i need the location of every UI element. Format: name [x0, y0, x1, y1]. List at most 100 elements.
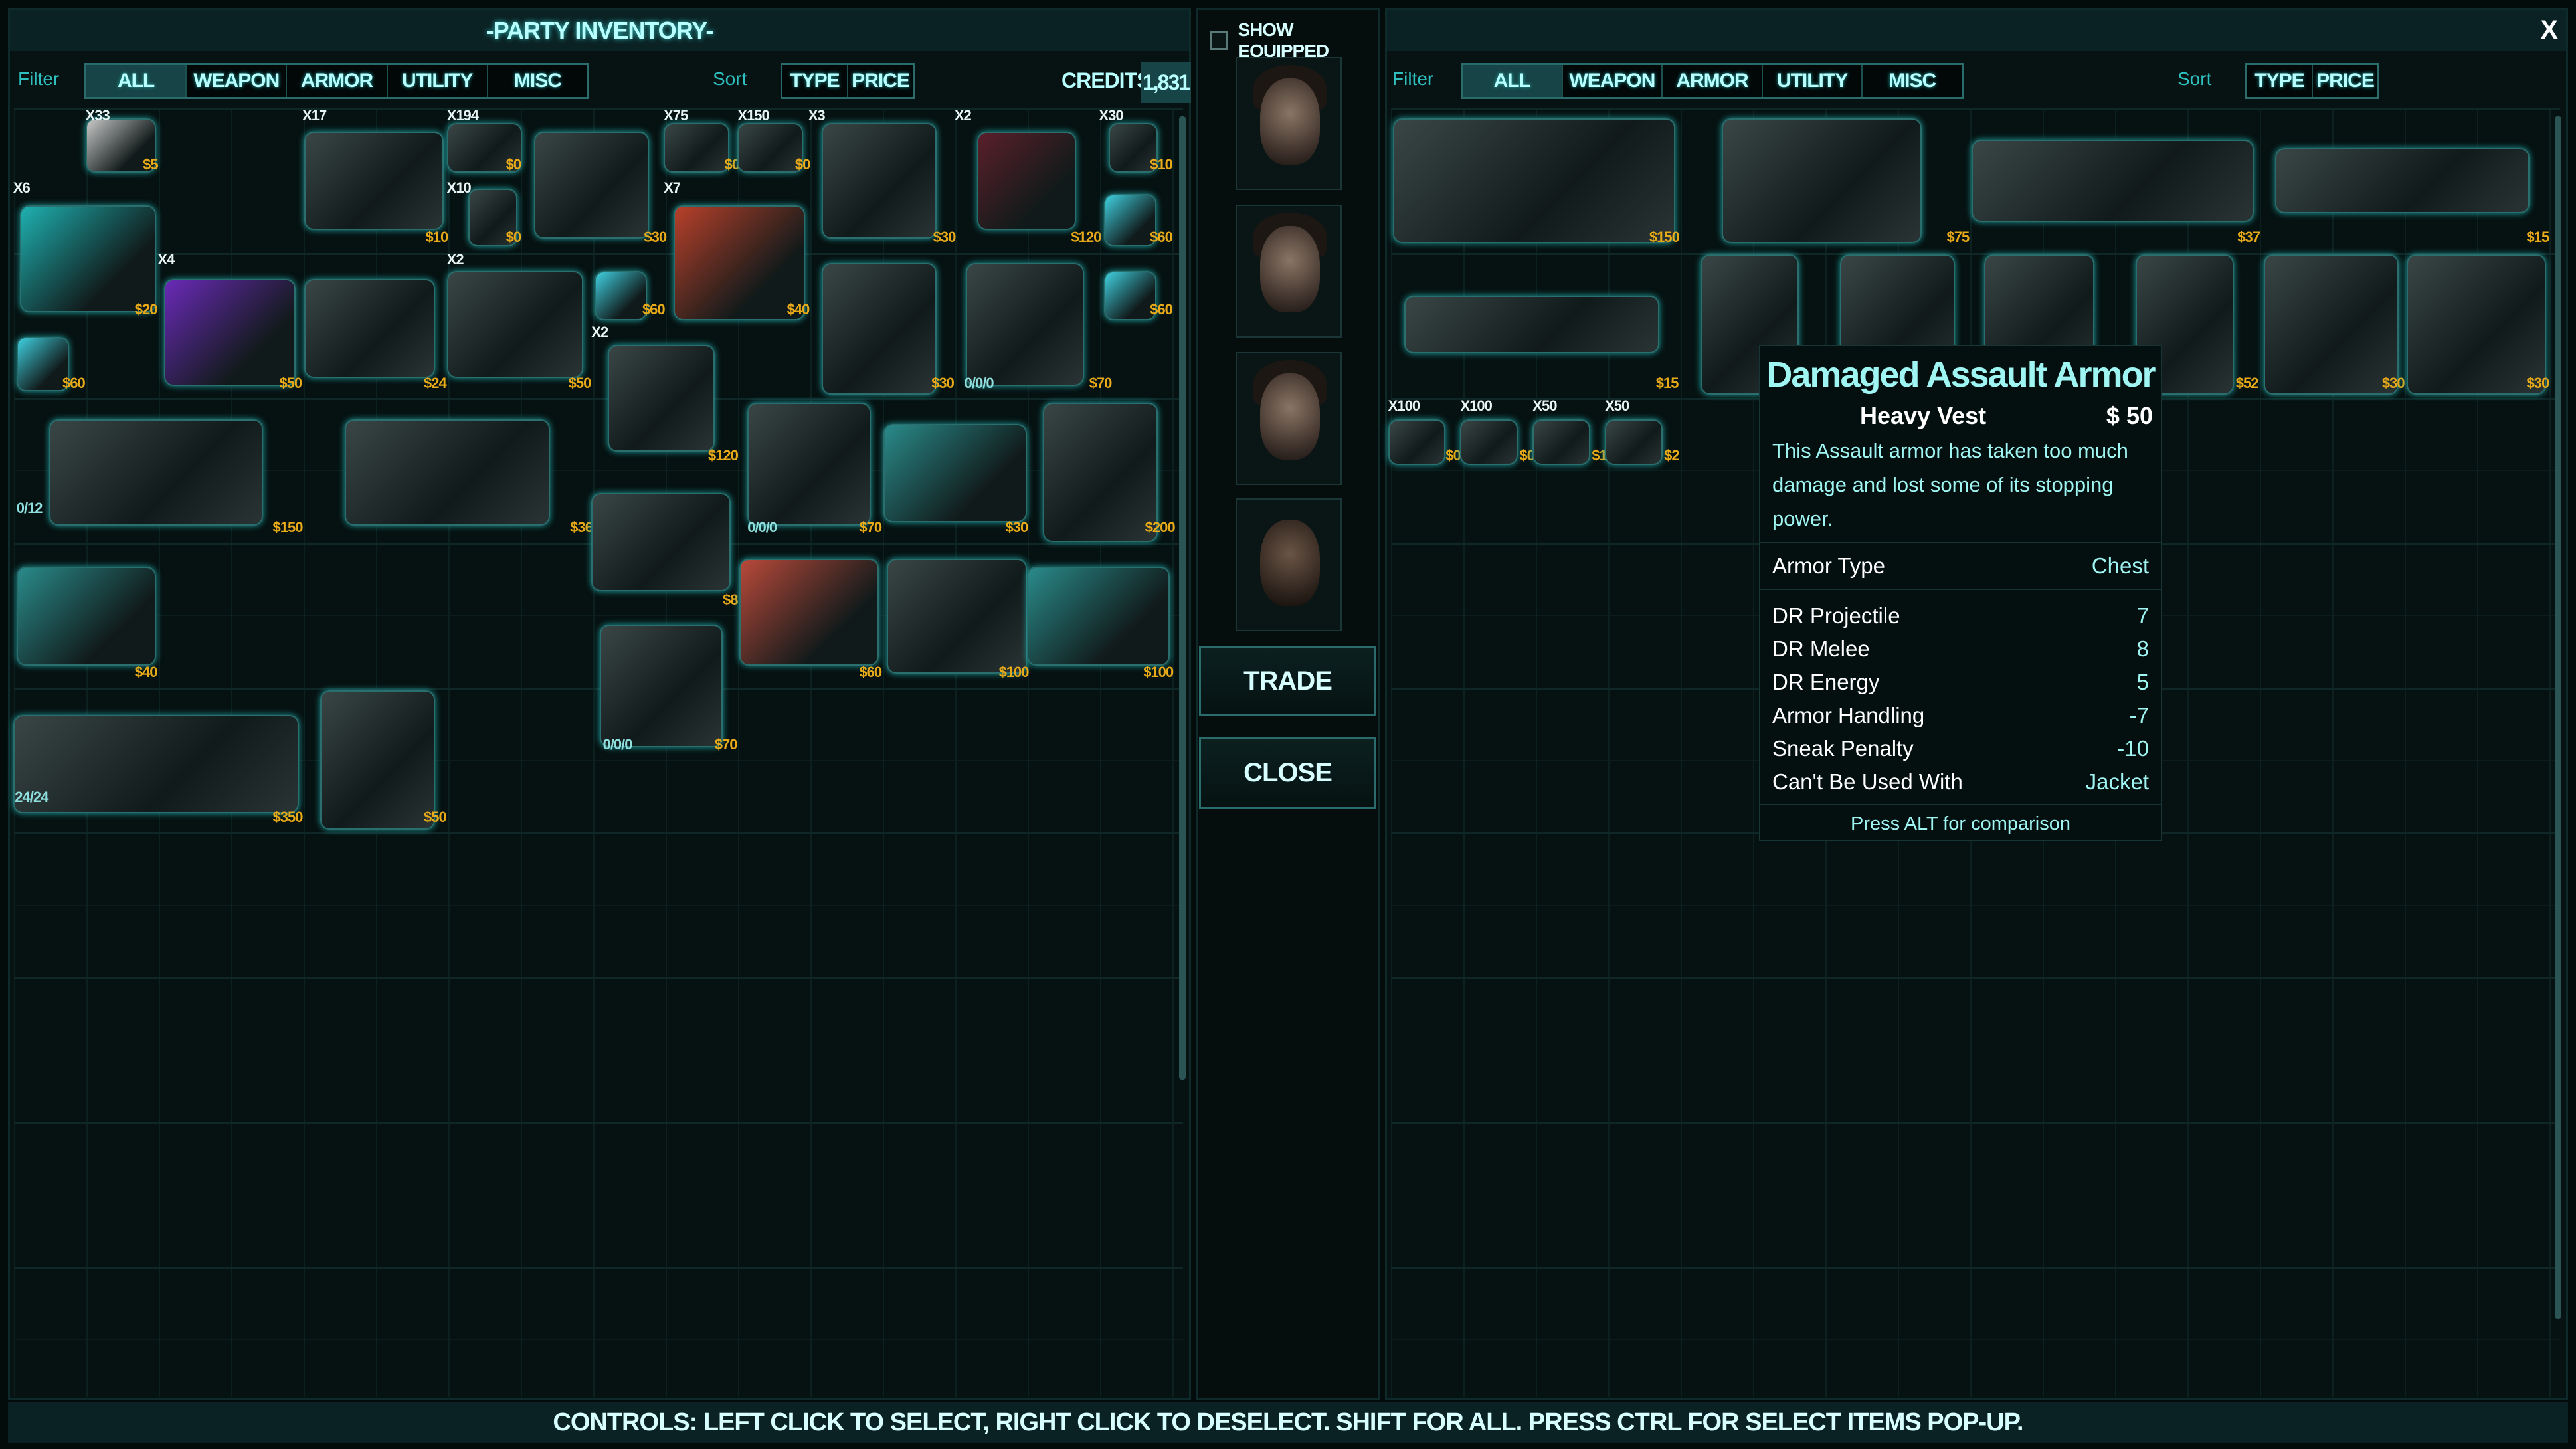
stat-label: DR Melee [1772, 636, 1870, 661]
item-price: $100 [998, 664, 1030, 681]
tooltip-description: This Assault armor has taken too much da… [1760, 430, 2161, 543]
filter-tabs: ALL WEAPON ARMOR UTILITY MISC [84, 63, 589, 99]
harness-icon[interactable] [1043, 402, 1158, 543]
syringe-purple-icon[interactable] [164, 279, 296, 387]
medkit-icon[interactable] [85, 118, 156, 173]
item-price: $2 [1664, 446, 1680, 464]
trade-button[interactable]: TRADE [1199, 646, 1376, 716]
chip-icon[interactable] [1103, 271, 1156, 321]
face [1260, 520, 1320, 606]
show-equipped-checkbox[interactable] [1210, 31, 1229, 50]
item-price: $50 [279, 374, 302, 391]
filter-tab-all[interactable]: ALL [86, 65, 187, 97]
ammo-icon[interactable] [1460, 419, 1518, 465]
dagger-icon[interactable] [2275, 147, 2530, 214]
item-status: 0/0/0 [964, 374, 994, 391]
filter-tab-armor[interactable]: ARMOR [1663, 65, 1763, 97]
canister-icon[interactable] [1109, 123, 1158, 173]
item-price: $60 [1150, 228, 1173, 245]
pack-icon[interactable] [887, 558, 1027, 674]
tri-device-icon[interactable] [966, 262, 1085, 387]
item-price: $8 [723, 591, 739, 609]
stat-value: Jacket [2085, 769, 2149, 794]
stat-value: -10 [2117, 736, 2149, 761]
ring-icon[interactable] [1026, 567, 1170, 666]
hammer-icon[interactable] [345, 419, 551, 526]
gas-mask-icon[interactable] [304, 279, 436, 378]
tonfa-icon[interactable] [1721, 118, 1922, 243]
stat-value: -7 [2129, 703, 2149, 727]
ammo-icon[interactable] [468, 189, 517, 246]
item-count: X150 [737, 106, 769, 124]
party-member-portrait[interactable] [1236, 205, 1342, 338]
item-count: X50 [1605, 397, 1629, 415]
filter-tab-weapon[interactable]: WEAPON [1563, 65, 1663, 97]
filter-tab-armor[interactable]: ARMOR [287, 65, 388, 97]
knife-icon[interactable] [1404, 296, 1659, 353]
leg-armor-icon[interactable] [2406, 254, 2547, 395]
sort-type-button[interactable]: TYPE [2247, 65, 2313, 97]
mechanical-arm-icon[interactable] [533, 131, 649, 239]
sphere-icon[interactable] [599, 624, 723, 748]
syringe-red-icon[interactable] [673, 205, 805, 321]
ammo-icon[interactable] [1388, 419, 1446, 465]
sort-price-button[interactable]: PRICE [852, 70, 910, 92]
filter-tab-weapon[interactable]: WEAPON [187, 65, 288, 97]
ammo-icon[interactable] [1532, 419, 1590, 465]
cylinder-icon[interactable] [608, 345, 715, 452]
buzzsaw-icon[interactable] [49, 419, 263, 526]
panel-title: -PARTY INVENTORY- [10, 10, 1189, 51]
ammo-icon[interactable] [737, 123, 804, 173]
filter-tab-all[interactable]: ALL [1463, 65, 1563, 97]
show-equipped-toggle[interactable]: SHOW EQUIPPED [1210, 19, 1378, 62]
filter-tab-misc[interactable]: MISC [1888, 70, 1936, 92]
war-hammer-icon[interactable] [1393, 118, 1676, 243]
party-member-portrait[interactable] [1236, 352, 1342, 485]
party-member-portrait[interactable] [1236, 57, 1342, 190]
filter-tab-utility[interactable]: UTILITY [388, 65, 488, 97]
chip-icon[interactable] [16, 336, 69, 391]
item-count: X7 [664, 179, 681, 196]
stat-label: DR Projectile [1772, 603, 1900, 628]
ammo-icon[interactable] [664, 123, 729, 173]
armor-plate-icon[interactable] [304, 131, 444, 231]
scrollbar[interactable] [1179, 116, 1186, 1080]
item-price: $30 [1005, 519, 1028, 536]
axe-icon[interactable] [320, 690, 436, 830]
filter-tab-utility[interactable]: UTILITY [1763, 65, 1863, 97]
item-price: $70 [714, 735, 738, 753]
sphere-icon[interactable] [747, 402, 871, 526]
item-tooltip: Damaged Assault Armor Heavy Vest $ 50 Th… [1759, 345, 2162, 841]
ammo-icon[interactable] [1605, 419, 1663, 465]
grenade-icon[interactable] [821, 123, 937, 239]
ring-icon[interactable] [883, 424, 1027, 523]
scrollbar[interactable] [2555, 116, 2561, 1319]
chip-icon[interactable] [595, 271, 648, 321]
tooltip-title: Damaged Assault Armor [1766, 355, 2156, 395]
item-price: $350 [272, 808, 304, 825]
item-count: X3 [808, 106, 826, 124]
syringe-cyan-icon[interactable] [19, 205, 156, 312]
eye-device-icon[interactable] [16, 567, 156, 666]
helmet-orb-icon[interactable] [977, 131, 1076, 231]
leg-armor-icon[interactable] [2263, 254, 2399, 395]
stat-row: Sneak Penalty-10 [1760, 732, 2161, 765]
close-x-button[interactable]: X [2540, 15, 2558, 45]
item-price: $5 [143, 155, 159, 173]
party-member-portrait[interactable] [1236, 498, 1342, 631]
item-price: $60 [859, 664, 882, 681]
mask-icon[interactable] [591, 492, 731, 592]
filter-tab-misc[interactable]: MISC [513, 70, 562, 92]
chip-icon[interactable] [1103, 193, 1156, 246]
stat-label: DR Energy [1772, 670, 1880, 694]
sort-type-button[interactable]: TYPE [782, 65, 848, 97]
grenade-canister-icon[interactable] [821, 262, 937, 395]
machete-icon[interactable] [1971, 140, 2254, 222]
item-count: X194 [446, 106, 479, 124]
rifle-icon[interactable] [13, 714, 300, 814]
sort-price-button[interactable]: PRICE [2316, 70, 2375, 92]
drone-icon[interactable] [446, 271, 583, 378]
ammo-icon[interactable] [446, 123, 523, 173]
red-mesh-icon[interactable] [739, 558, 879, 666]
close-button[interactable]: CLOSE [1199, 737, 1376, 809]
